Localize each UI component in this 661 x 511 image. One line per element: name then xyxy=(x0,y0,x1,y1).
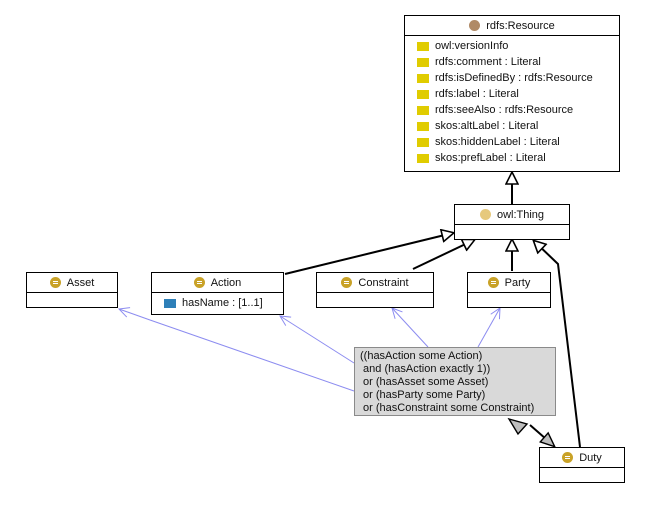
annotation-property-icon xyxy=(417,73,429,83)
attribute-label: hasName : [1..1] xyxy=(182,297,263,309)
class-owl-thing[interactable]: owl:Thing xyxy=(454,204,570,240)
class-name: Constraint xyxy=(358,276,409,289)
class-header: Asset xyxy=(27,273,117,293)
expression-line: or (hasParty some Party) xyxy=(360,389,486,401)
annotation-property-icon xyxy=(417,41,429,51)
attribute-row[interactable]: rdfs:label : Literal xyxy=(417,86,619,102)
annotation-property-icon xyxy=(417,105,429,115)
class-name: Asset xyxy=(66,276,95,289)
class-name: Party xyxy=(504,276,531,289)
attribute-row[interactable]: hasName : [1..1] xyxy=(164,295,283,311)
attribute-label: rdfs:seeAlso : rdfs:Resource xyxy=(435,104,574,116)
attribute-list: owl:versionInfo rdfs:comment : Literal r… xyxy=(405,36,619,166)
class-icon xyxy=(341,277,353,288)
attribute-row[interactable]: skos:altLabel : Literal xyxy=(417,118,619,134)
attribute-label: rdfs:isDefinedBy : rdfs:Resource xyxy=(435,72,593,84)
expression-line: ((hasAction some Action) xyxy=(360,350,483,362)
class-constraint[interactable]: Constraint xyxy=(316,272,434,308)
thing-circle-icon xyxy=(479,209,491,220)
attribute-row[interactable]: skos:prefLabel : Literal xyxy=(417,150,619,166)
attribute-row[interactable]: rdfs:comment : Literal xyxy=(417,54,619,70)
annotation-property-icon xyxy=(417,121,429,131)
class-header: Party xyxy=(468,273,550,293)
edge-duty-to-thing xyxy=(534,241,581,448)
expression-line: or (hasConstraint some Constraint) xyxy=(360,402,535,414)
attribute-row[interactable]: rdfs:seeAlso : rdfs:Resource xyxy=(417,102,619,118)
attribute-list: hasName : [1..1] xyxy=(152,293,283,311)
class-icon xyxy=(562,452,574,463)
annotation-property-icon xyxy=(417,137,429,147)
class-header: owl:Thing xyxy=(455,205,569,225)
class-asset[interactable]: Asset xyxy=(26,272,118,308)
attribute-label: skos:prefLabel : Literal xyxy=(435,152,546,164)
edge-expression-to-action xyxy=(280,316,355,364)
class-icon xyxy=(49,277,61,288)
attribute-label: skos:altLabel : Literal xyxy=(435,120,539,132)
attribute-row[interactable]: rdfs:isDefinedBy : rdfs:Resource xyxy=(417,70,619,86)
class-duty[interactable]: Duty xyxy=(539,447,625,483)
edge-constraint-to-thing xyxy=(412,240,474,270)
class-action[interactable]: Action hasName : [1..1] xyxy=(151,272,284,315)
class-header: Duty xyxy=(540,448,624,468)
attribute-label: rdfs:comment : Literal xyxy=(435,56,541,68)
edge-action-to-thing xyxy=(284,233,453,275)
class-name: Action xyxy=(210,276,242,289)
annotation-property-icon xyxy=(417,57,429,67)
class-name: Duty xyxy=(579,451,602,464)
attribute-label: owl:versionInfo xyxy=(435,40,509,52)
edge-expression-to-party xyxy=(477,308,500,348)
class-name: owl:Thing xyxy=(496,208,545,221)
attribute-row[interactable]: owl:versionInfo xyxy=(417,38,619,54)
attribute-label: rdfs:label : Literal xyxy=(435,88,519,100)
edge-expression-to-asset xyxy=(119,309,355,392)
edge-duty-expression-equivalent xyxy=(529,424,554,446)
class-expression-box[interactable]: ((hasAction some Action) and (hasAction … xyxy=(354,347,556,416)
expression-line: or (hasAsset some Asset) xyxy=(360,376,489,388)
attribute-row[interactable]: skos:hiddenLabel : Literal xyxy=(417,134,619,150)
object-property-icon xyxy=(164,298,176,308)
class-header: rdfs:Resource xyxy=(405,16,619,36)
class-rdfs-resource[interactable]: rdfs:Resource owl:versionInfo rdfs:comme… xyxy=(404,15,620,172)
class-icon xyxy=(487,277,499,288)
class-party[interactable]: Party xyxy=(467,272,551,308)
class-icon xyxy=(193,277,205,288)
expression-line: and (hasAction exactly 1)) xyxy=(360,363,491,375)
class-header: Action xyxy=(152,273,283,293)
attribute-label: skos:hiddenLabel : Literal xyxy=(435,136,560,148)
class-name: rdfs:Resource xyxy=(486,19,555,32)
resource-circle-icon xyxy=(469,20,481,31)
annotation-property-icon xyxy=(417,153,429,163)
equivalent-arrowhead-top xyxy=(507,417,529,436)
annotation-property-icon xyxy=(417,89,429,99)
class-header: Constraint xyxy=(317,273,433,293)
edge-expression-to-constraint xyxy=(392,308,429,348)
